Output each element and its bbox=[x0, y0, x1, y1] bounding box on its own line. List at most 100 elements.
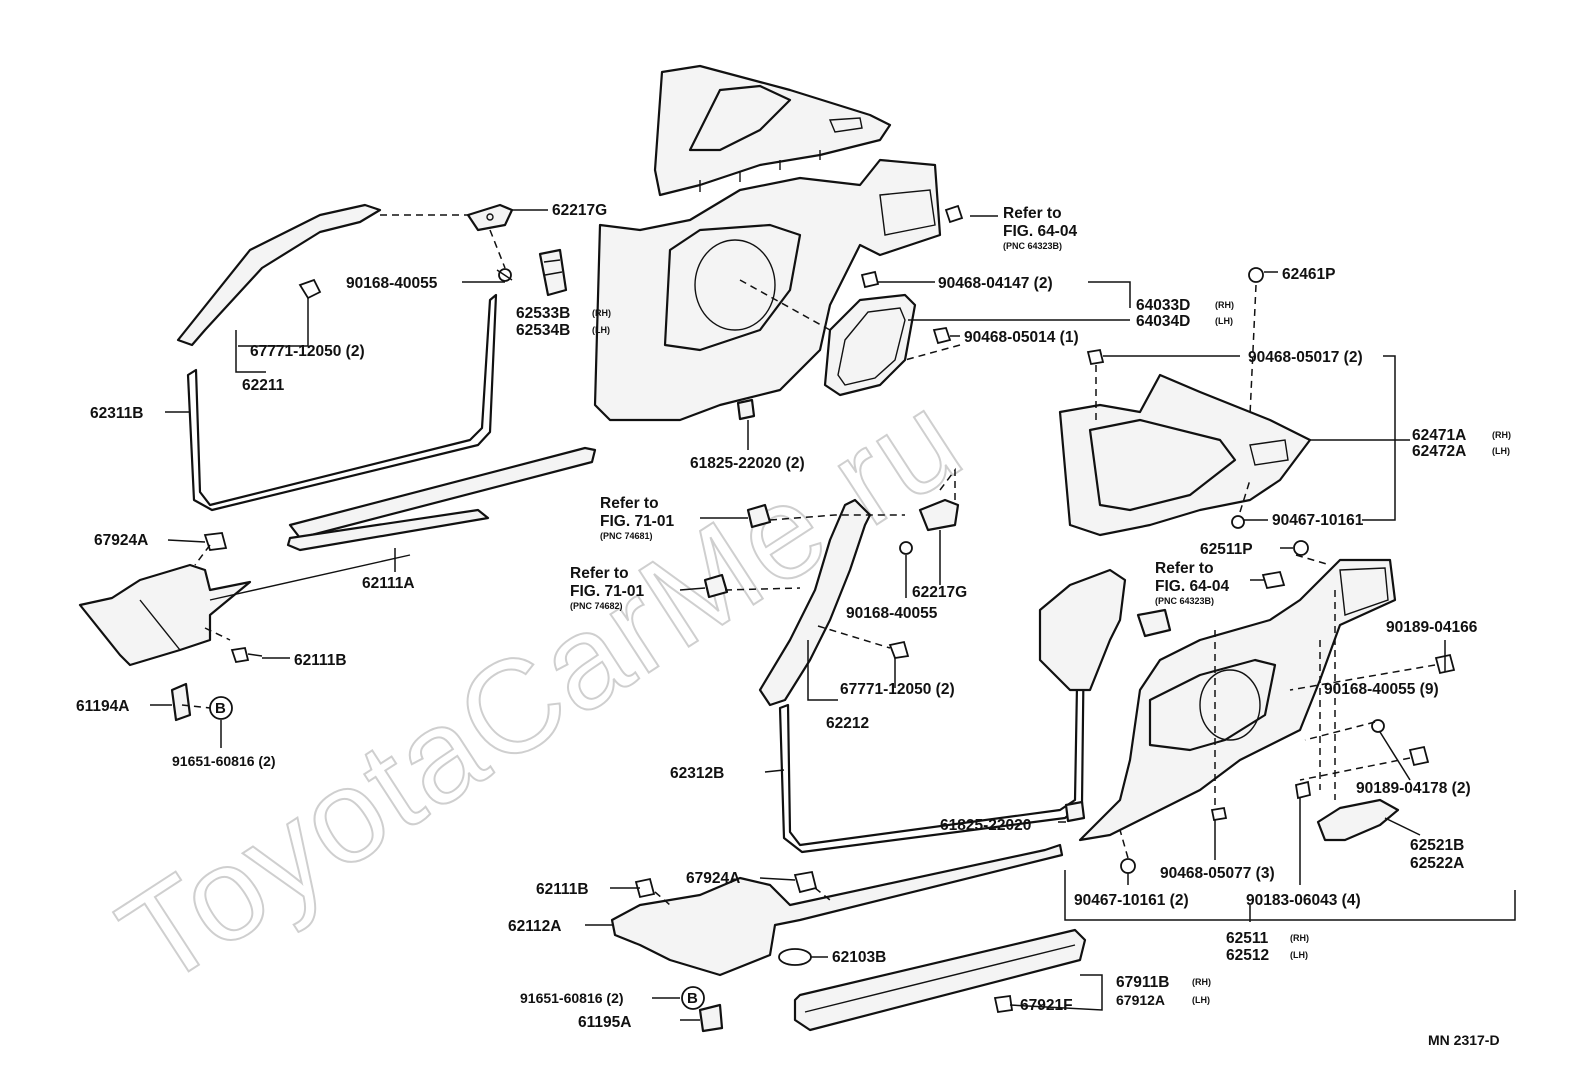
clip-90467-10161-right bbox=[1231, 515, 1245, 529]
clip-refer-71-01-a bbox=[746, 503, 772, 529]
label-62112A: 62112A bbox=[508, 918, 561, 935]
label-62461P: 62461P bbox=[1282, 266, 1335, 283]
clip-refer-64-04-mid bbox=[1261, 570, 1286, 590]
kick-panel-left bbox=[78, 554, 411, 667]
label-67911B-side: (RH) bbox=[1192, 977, 1211, 987]
label-ref-71-01-b-3: (PNC 74682) bbox=[570, 601, 623, 611]
clip-62111B-left bbox=[230, 646, 263, 664]
label-62311B: 62311B bbox=[90, 405, 143, 422]
label-ref-64-04-mid-3: (PNC 64323B) bbox=[1155, 596, 1214, 606]
label-62217G-mid: 62217G bbox=[912, 584, 967, 601]
bolt-b-left-label: B bbox=[215, 700, 226, 717]
scuff-plate-62111A bbox=[286, 446, 597, 552]
center-pillar-62212 bbox=[758, 498, 872, 707]
label-61825-mid: 61825-22020 bbox=[940, 817, 1031, 834]
label-ref-64-04-top-1: Refer to bbox=[1003, 205, 1062, 222]
label-61825-top: 61825-22020 (2) bbox=[690, 455, 805, 472]
label-62212: 62212 bbox=[826, 715, 869, 732]
label-ref-71-01-b-1: Refer to bbox=[570, 565, 629, 582]
clip-67921F bbox=[993, 994, 1014, 1014]
label-ref-71-01-a-2: FIG. 71-01 bbox=[600, 513, 674, 530]
clip-62511P bbox=[1293, 540, 1309, 556]
quarter-trim-panel-upper bbox=[593, 158, 942, 422]
label-67911B: 67911B bbox=[1116, 974, 1169, 991]
label-67771-top: 67771-12050 (2) bbox=[250, 343, 365, 360]
clip-67771-top bbox=[298, 278, 322, 300]
label-62472A: 62472A bbox=[1412, 443, 1466, 460]
clip-90467-10161-2 bbox=[1120, 858, 1136, 874]
label-62512-side: (LH) bbox=[1290, 950, 1308, 960]
part-labels: 62217G 90168-40055 62533B (RH) 62534B (L… bbox=[76, 202, 1511, 1048]
label-61195A: 61195A bbox=[578, 1014, 631, 1031]
speaker-grille-64033D bbox=[823, 293, 917, 397]
leader-lines bbox=[150, 209, 1516, 1021]
bracket-61194A bbox=[170, 682, 192, 722]
clip-refer-71-01-b bbox=[703, 573, 729, 599]
grommet-62103B bbox=[778, 948, 812, 966]
label-90468-05014: 90468-05014 (1) bbox=[964, 329, 1079, 346]
label-67924A-left: 67924A bbox=[94, 532, 148, 549]
label-62521B: 62521B bbox=[1410, 837, 1464, 854]
label-90467-10161-2: 90467-10161 (2) bbox=[1074, 892, 1189, 909]
label-90189-04178: 90189-04178 (2) bbox=[1356, 780, 1471, 797]
label-62511P: 62511P bbox=[1200, 541, 1253, 558]
bolt-b-bottom: B bbox=[681, 986, 705, 1010]
label-91651-left: 91651-60816 (2) bbox=[172, 753, 276, 769]
bolt-b-bottom-label: B bbox=[687, 990, 698, 1007]
label-62217G-top: 62217G bbox=[552, 202, 607, 219]
label-ref-71-01-b-2: FIG. 71-01 bbox=[570, 583, 644, 600]
label-62111B-bottom: 62111B bbox=[536, 881, 589, 898]
clip-90189-04178 bbox=[1408, 745, 1430, 767]
label-ref-64-04-top-3: (PNC 64323B) bbox=[1003, 241, 1062, 251]
bolt-b-left: B bbox=[209, 696, 233, 720]
label-ref-64-04-top-2: FIG. 64-04 bbox=[1003, 223, 1077, 240]
label-90467-10161-right: 90467-10161 bbox=[1272, 512, 1364, 529]
clip-62461P bbox=[1248, 267, 1264, 283]
label-62211: 62211 bbox=[242, 377, 285, 394]
label-64033D-side: (RH) bbox=[1215, 300, 1234, 310]
label-64034D-side: (LH) bbox=[1215, 316, 1233, 326]
label-61194A: 61194A bbox=[76, 698, 129, 715]
bracket-62521B bbox=[1316, 798, 1400, 842]
label-62471A: 62471A bbox=[1412, 427, 1466, 444]
label-90168-9: 90168-40055 (9) bbox=[1324, 681, 1439, 698]
label-62471A-side: (RH) bbox=[1492, 430, 1511, 440]
label-62111B-left: 62111B bbox=[294, 652, 347, 669]
label-ref-71-01-a-3: (PNC 74681) bbox=[600, 531, 653, 541]
screw-90168-40055-9 bbox=[1371, 719, 1385, 733]
quarter-trim-panel-62511 bbox=[1038, 558, 1397, 842]
weatherstrip-62312B bbox=[778, 626, 1086, 854]
clip-62217G-mid bbox=[918, 498, 960, 532]
label-62511: 62511 bbox=[1226, 930, 1269, 947]
label-91651-bottom: 91651-60816 (2) bbox=[520, 990, 624, 1006]
label-62534B: 62534B bbox=[516, 322, 570, 339]
clip-refer-64-04-top bbox=[944, 204, 964, 224]
label-62111A: 62111A bbox=[362, 575, 415, 592]
label-62534B-side: (LH) bbox=[592, 325, 610, 335]
label-62522A: 62522A bbox=[1410, 855, 1464, 872]
label-62533B-side: (RH) bbox=[592, 308, 611, 318]
clip-90468-05014 bbox=[932, 326, 952, 345]
label-ref-64-04-mid-1: Refer to bbox=[1155, 560, 1214, 577]
clip-62217G-top bbox=[466, 203, 514, 232]
quarter-window-trim-62471A bbox=[1058, 373, 1312, 537]
label-62512: 62512 bbox=[1226, 947, 1269, 964]
clip-62111B-bottom bbox=[634, 877, 656, 899]
pad-61825-top bbox=[736, 398, 756, 421]
label-90468-04147: 90468-04147 (2) bbox=[938, 275, 1053, 292]
kick-panel-62112A bbox=[610, 843, 1064, 977]
clip-90468-05017 bbox=[1086, 348, 1105, 366]
bracket-62533B bbox=[538, 248, 568, 297]
label-67912A: 67912A bbox=[1116, 992, 1165, 1008]
weatherstrip-62311B bbox=[186, 293, 498, 512]
label-ref-71-01-a-1: Refer to bbox=[600, 495, 659, 512]
clip-67924A-bottom bbox=[793, 870, 818, 894]
clip-90468-05077 bbox=[1210, 806, 1228, 822]
clip-90468-04147 bbox=[860, 270, 880, 289]
screw-90168-top bbox=[496, 268, 513, 282]
bracket-61195A bbox=[698, 1003, 724, 1033]
diagram-code: MN 2317-D bbox=[1428, 1032, 1500, 1048]
label-90468-05017: 90468-05017 (2) bbox=[1248, 349, 1363, 366]
label-62312B: 62312B bbox=[670, 765, 724, 782]
